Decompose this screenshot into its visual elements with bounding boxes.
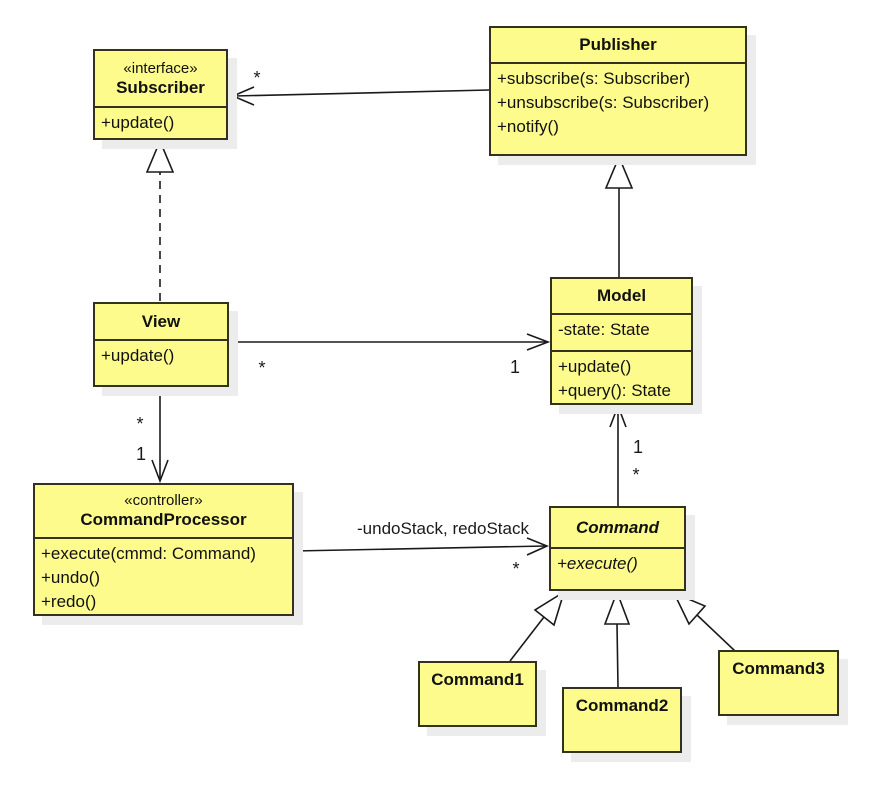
edge-command-processor-to-command: -undoStack, redoStack * [293, 519, 550, 579]
multiplicity-label: 1 [136, 444, 146, 464]
methods-compartment: +subscribe(s: Subscriber) +unsubscribe(s… [491, 64, 745, 139]
class-header: Publisher [491, 28, 745, 64]
class-header: Command1 [420, 663, 535, 690]
edge-command1-to-command [509, 590, 566, 662]
multiplicity-label: * [512, 559, 519, 579]
open-arrowhead-icon [609, 403, 627, 428]
class-header: Command2 [564, 689, 680, 716]
method: +subscribe(s: Subscriber) [497, 69, 691, 88]
method: +execute(cmmd: Command) [41, 544, 256, 563]
class-header: Command [551, 508, 684, 549]
class-command3[interactable]: Command3 [718, 650, 839, 716]
class-name: Command [575, 517, 660, 537]
edge-publisher-to-subscriber: * [230, 68, 490, 106]
class-header: «interface» Subscriber [95, 51, 226, 108]
multiplicity-label: 1 [633, 437, 643, 457]
open-arrowhead-icon [151, 459, 169, 484]
class-view[interactable]: View +update() [93, 302, 229, 387]
methods-compartment: +update() +query(): State [552, 350, 691, 403]
hollow-triangle-arrowhead-icon [603, 589, 631, 625]
class-publisher[interactable]: Publisher +subscribe(s: Subscriber) +uns… [489, 26, 747, 156]
edge-command3-to-command [672, 591, 736, 652]
class-command2[interactable]: Command2 [562, 687, 682, 753]
open-arrowhead-icon [526, 333, 551, 351]
edge-model-to-publisher [604, 154, 634, 277]
hollow-triangle-arrowhead-icon [604, 154, 634, 189]
edge-view-to-model: * 1 [230, 333, 551, 378]
class-model[interactable]: Model -state: State +update() +query(): … [550, 277, 693, 405]
hollow-triangle-arrowhead-icon [533, 590, 566, 627]
method: +unsubscribe(s: Subscriber) [497, 93, 710, 112]
class-name: Model [596, 286, 647, 305]
method: +update() [101, 113, 175, 132]
class-name: View [141, 311, 181, 331]
stereotype-label: «controller» [124, 492, 203, 509]
methods-compartment: +execute() [551, 549, 684, 576]
open-arrowhead-icon [230, 86, 255, 106]
multiplicity-label: * [632, 465, 639, 485]
class-header: View [95, 304, 227, 341]
association-label: -undoStack, redoStack [357, 519, 529, 538]
multiplicity-label: * [253, 68, 260, 88]
stereotype-label: «interface» [123, 59, 198, 77]
attribute: -state: State [558, 320, 650, 339]
class-command[interactable]: Command +execute() [549, 506, 686, 591]
multiplicity-label: 1 [510, 357, 520, 377]
class-header: Model [552, 279, 691, 315]
class-name: Command1 [431, 670, 524, 689]
class-name: Command2 [575, 696, 669, 715]
methods-compartment: +update() [95, 341, 227, 368]
class-name: Subscriber [116, 77, 205, 97]
multiplicity-label: * [258, 358, 265, 378]
class-command-processor[interactable]: «controller» CommandProcessor +execute(c… [33, 483, 294, 616]
edge-view-to-command-processor: * 1 [136, 387, 169, 484]
method: +redo() [41, 592, 97, 611]
class-name: Command3 [732, 659, 825, 678]
methods-compartment: +execute(cmmd: Command) +undo() +redo() [35, 539, 292, 614]
multiplicity-label: * [136, 414, 143, 434]
methods-compartment: +update() [95, 108, 226, 135]
class-name: CommandProcessor [80, 510, 247, 529]
class-subscriber[interactable]: «interface» Subscriber +update() [93, 49, 228, 140]
method: +notify() [497, 117, 559, 136]
edge-view-to-subscriber [145, 138, 175, 301]
open-arrowhead-icon [526, 537, 550, 556]
method: +query(): State [558, 381, 671, 400]
method: +update() [558, 357, 632, 376]
edge-command2-to-command [603, 589, 631, 688]
method: +undo() [41, 568, 101, 587]
class-name: Publisher [579, 35, 657, 54]
method: +update() [101, 346, 175, 365]
hollow-triangle-arrowhead-icon [145, 138, 175, 173]
hollow-triangle-arrowhead-icon [672, 591, 707, 626]
edge-command-to-model: 1 * [609, 403, 643, 506]
class-command1[interactable]: Command1 [418, 661, 537, 727]
method: +execute() [557, 554, 638, 573]
class-header: Command3 [720, 652, 837, 679]
class-header: «controller» CommandProcessor [35, 485, 292, 539]
attributes-compartment: -state: State [552, 315, 691, 350]
